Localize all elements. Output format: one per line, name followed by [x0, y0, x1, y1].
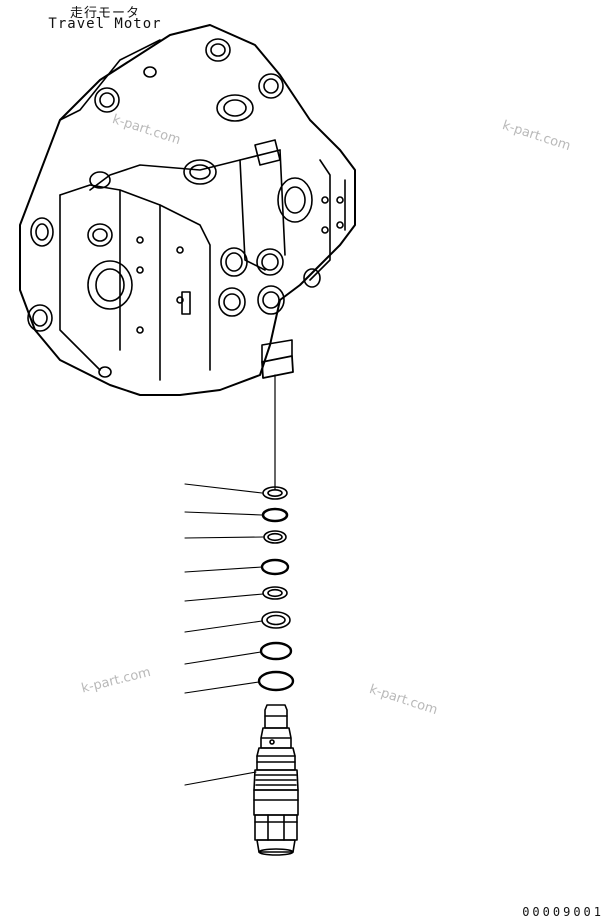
callout-leaders — [184, 483, 264, 786]
drawing-code: 00009001 — [522, 905, 604, 919]
valve-cartridge — [253, 704, 299, 856]
title-japanese: 走行モータ — [69, 6, 140, 21]
seal-rings — [257, 486, 295, 692]
title-english: Travel Motor — [48, 16, 162, 32]
travel-motor-housing — [19, 24, 356, 396]
